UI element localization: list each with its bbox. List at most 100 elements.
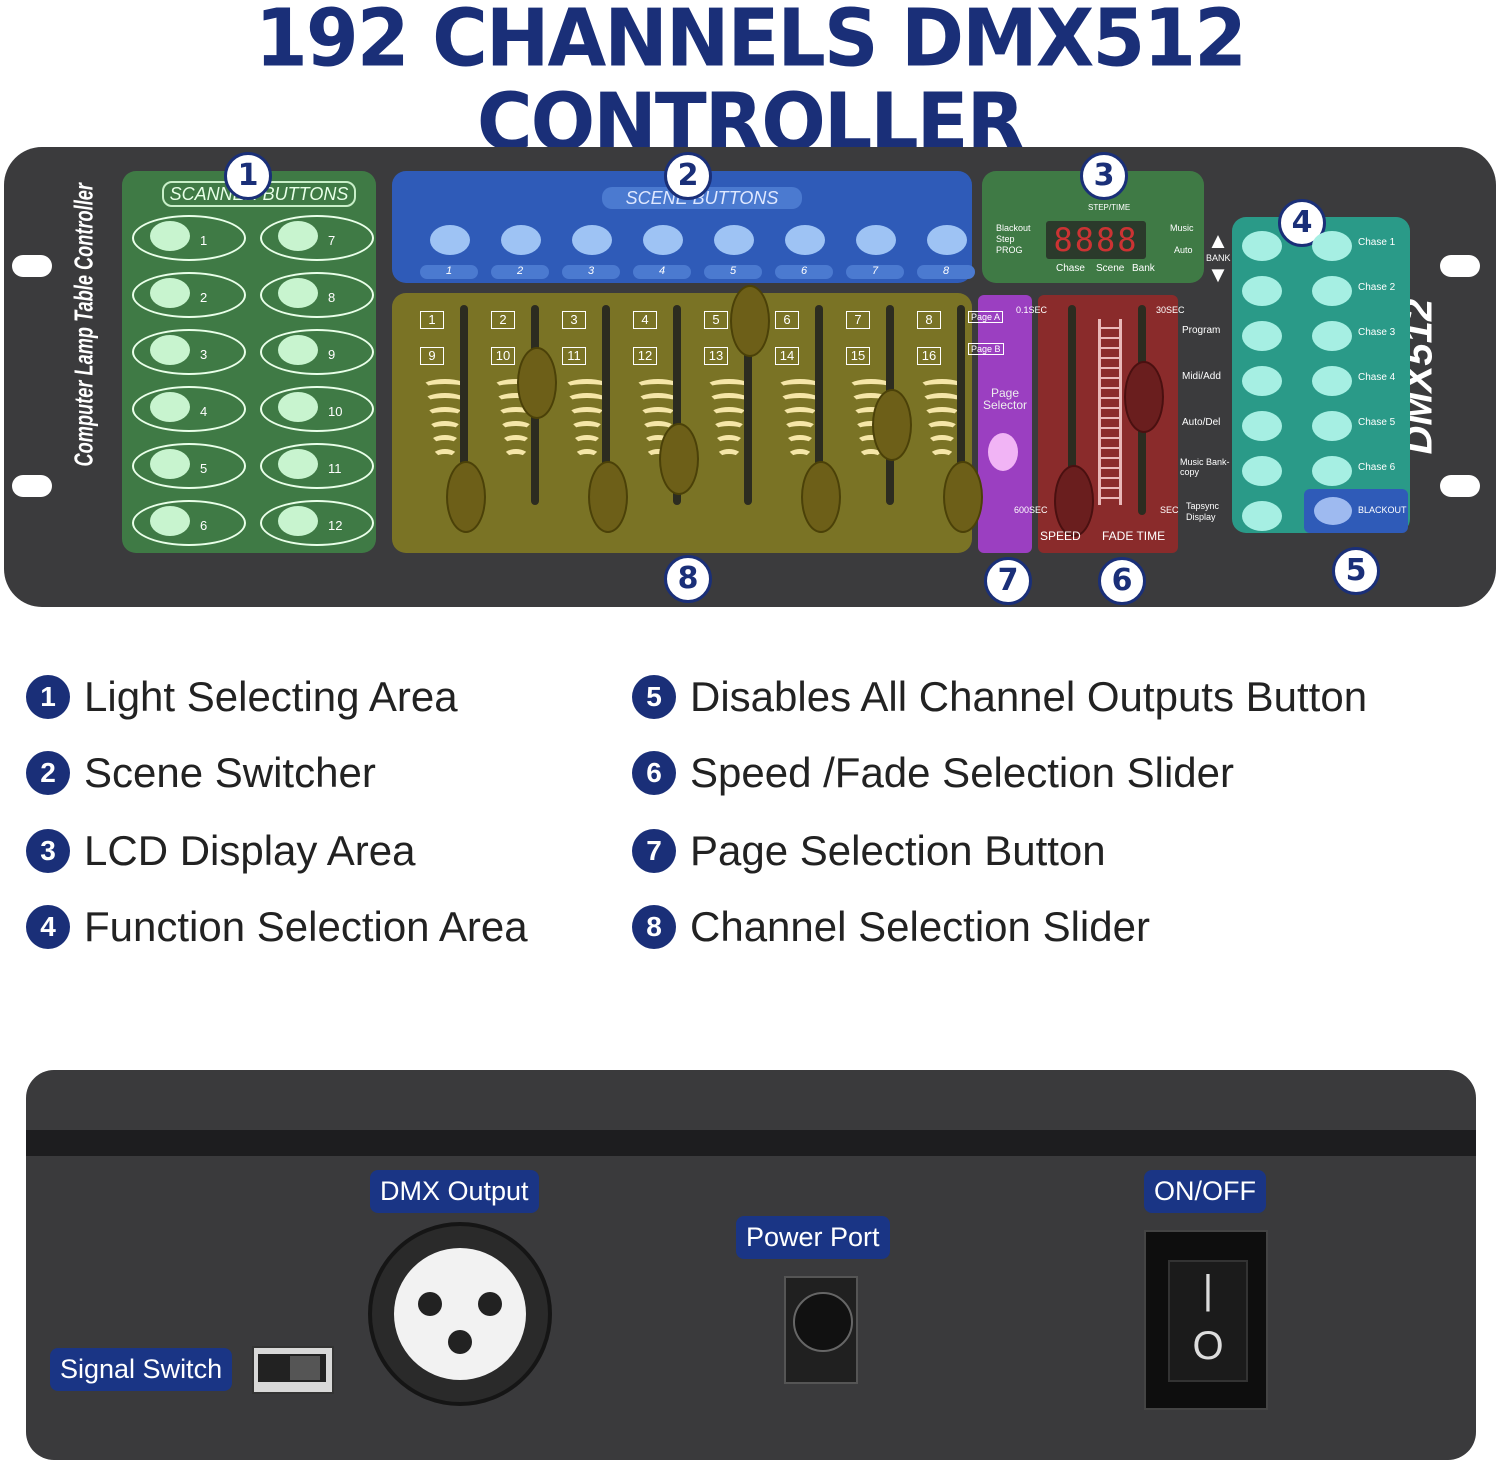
level-arc-icon [858,449,884,464]
power-port[interactable] [784,1276,858,1384]
level-arc-icon [645,449,671,464]
blackout-button[interactable] [1314,497,1352,525]
scanner-button[interactable] [278,449,318,479]
level-arc-icon [781,407,819,422]
level-arc-icon [424,393,466,408]
onoff-label: ON/OFF [1144,1170,1266,1213]
function-button[interactable] [1242,501,1282,531]
scene-button[interactable] [927,225,967,255]
level-arc-icon [572,435,602,450]
scanner-button[interactable] [150,335,190,365]
function-music-bank: Music Bank-copy [1180,457,1230,477]
scene-button-number: 6 [775,265,833,279]
scanner-button[interactable] [278,278,318,308]
scanner-button[interactable] [150,392,190,422]
bank-label: BANK [1206,253,1231,263]
bank-up-icon[interactable]: ▲ [1207,228,1229,253]
channel-slider[interactable] [943,461,983,533]
page-title: 192 CHANNELS DMX512 CONTROLLER [254,0,1247,169]
scanner-button[interactable] [150,278,190,308]
scanner-button-number: 7 [328,233,336,248]
level-arc-icon [637,393,679,408]
scene-button[interactable] [643,225,683,255]
signal-switch[interactable] [252,1346,334,1394]
scene-button[interactable] [856,225,896,255]
scanner-button-frame [132,443,246,489]
chase-button[interactable] [1312,411,1352,441]
function-midi-add: Midi/Add [1182,371,1221,382]
level-arc-icon [923,407,961,422]
scanner-button-number: 11 [328,461,342,476]
channel-slider[interactable] [517,347,557,419]
bank-down-icon[interactable]: ▼ [1207,262,1229,287]
lcd-right-0: Music [1170,223,1194,233]
scanner-button-frame [260,500,374,546]
page-selector-button[interactable] [988,433,1018,471]
page-b-label: Page B [968,343,1004,355]
level-arc-icon [570,421,604,436]
level-arc-icon [921,393,963,408]
scanner-button[interactable] [278,392,318,422]
chase-button[interactable] [1312,366,1352,396]
scene-button[interactable] [785,225,825,255]
function-button[interactable] [1242,456,1282,486]
power-port-label: Power Port [736,1216,890,1259]
channel-slider[interactable] [446,461,486,533]
function-button[interactable] [1242,411,1282,441]
scanner-button[interactable] [278,506,318,536]
lcd-display: 8888 [1046,221,1146,259]
level-arc-icon [925,421,959,436]
level-arc-icon [783,421,817,436]
scene-button[interactable] [572,225,612,255]
function-button[interactable] [1242,276,1282,306]
channel-slider[interactable] [730,285,770,357]
chase-label: Chase 3 [1358,327,1396,338]
level-arc-icon [635,379,681,394]
scene-button[interactable] [430,225,470,255]
function-auto-del: Auto/Del [1182,417,1221,428]
scanner-button[interactable] [278,221,318,251]
speed-slider[interactable] [1054,465,1094,537]
scanner-button[interactable] [150,506,190,536]
signal-switch-slot [258,1354,326,1382]
channel-slider[interactable] [659,423,699,495]
scene-button[interactable] [714,225,754,255]
scanner-button[interactable] [150,449,190,479]
channel-slider[interactable] [588,461,628,533]
fade-slider[interactable] [1124,361,1164,433]
channel-slider[interactable] [872,389,912,461]
chase-button[interactable] [1312,456,1352,486]
level-arc-icon [430,435,460,450]
function-button[interactable] [1242,366,1282,396]
mount-hole [12,475,52,497]
chase-button[interactable] [1312,276,1352,306]
scene-button[interactable] [501,225,541,255]
level-arc-icon [422,379,468,394]
mount-hole [1440,255,1480,277]
scanner-button[interactable] [150,221,190,251]
channel-badge: 1 [420,311,444,329]
level-arc-icon [929,449,955,464]
bank-switch[interactable]: ▲ BANK ▼ [1206,228,1231,287]
function-button[interactable] [1242,321,1282,351]
channel-badge: 3 [562,311,586,329]
level-arc-icon [779,393,821,408]
chase-button[interactable] [1312,231,1352,261]
channel-badge: 12 [633,347,657,365]
level-arc-icon [566,393,608,408]
scene-button-number: 3 [562,265,620,279]
chase-button[interactable] [1312,321,1352,351]
scanner-button[interactable] [278,335,318,365]
lcd-left-0: Blackout [996,223,1031,233]
function-button[interactable] [1242,231,1282,261]
rear-panel: DMX Output Power Port ON/OFF |O Signal S… [26,1070,1476,1460]
fade-time-label: FADE TIME [1102,529,1166,543]
channel-slider[interactable] [801,461,841,533]
power-switch[interactable]: |O [1144,1230,1268,1410]
channel-badge: 5 [704,311,728,329]
dmx-output-port[interactable] [368,1222,552,1406]
